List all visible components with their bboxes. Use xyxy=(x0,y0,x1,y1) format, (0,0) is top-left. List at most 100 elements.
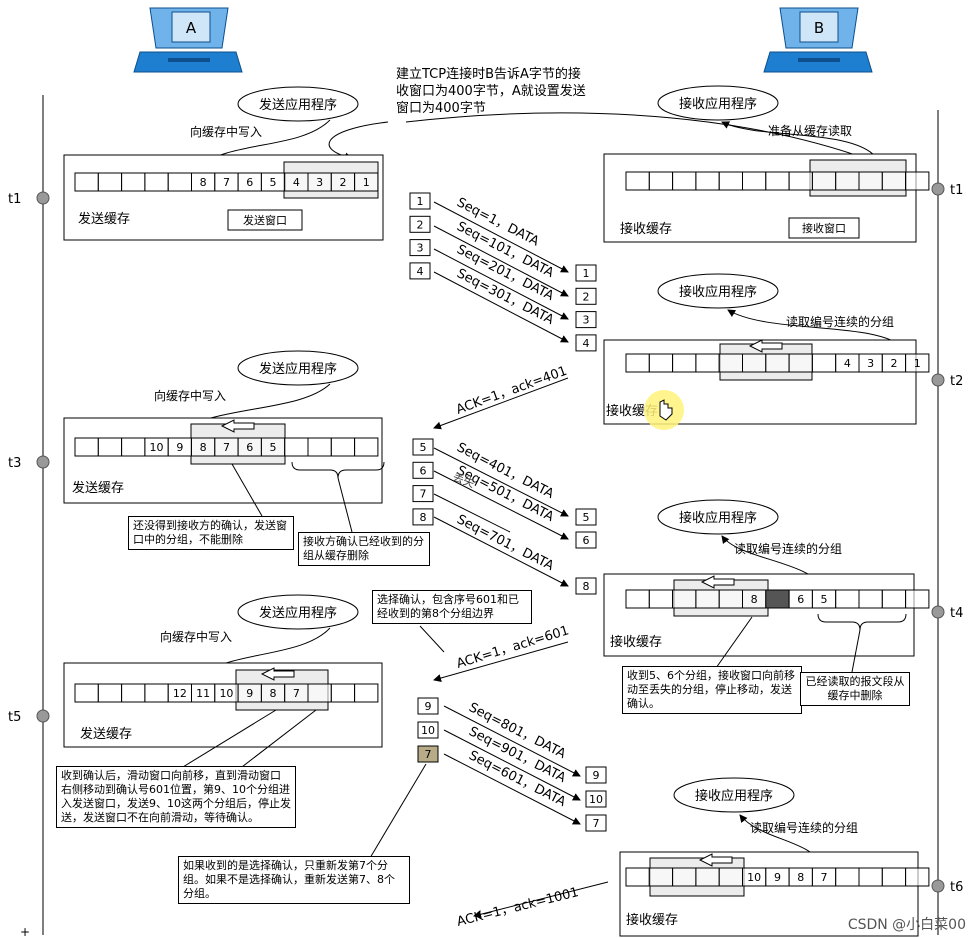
buffer-cell-value: 7 xyxy=(223,441,230,454)
buffer-cell xyxy=(881,589,907,609)
note-acked-deleted: 接收方确认已经收到的分组从缓存删除 xyxy=(298,532,430,566)
segment-number: 10 xyxy=(421,724,435,737)
segment-box xyxy=(575,508,597,526)
segment-box xyxy=(412,438,434,456)
buffer-cell xyxy=(788,171,813,191)
buffer-cell-value: 5 xyxy=(821,593,828,606)
buffer-cell-value: 3 xyxy=(867,357,874,370)
buffer-cell xyxy=(905,867,930,887)
segment-number: 3 xyxy=(583,314,590,327)
window-move-arrow-icon-t5 xyxy=(260,667,295,681)
msg-seq701: Seq=701，DATA xyxy=(454,512,556,574)
msg-ack1001: ACK=1，ack=1001 xyxy=(455,885,580,930)
buffer-cell xyxy=(695,589,720,609)
segment-number: 7 xyxy=(593,817,600,830)
computer-a-icon: A xyxy=(133,7,243,73)
buffer-cell-value: 10 xyxy=(219,687,233,700)
buffer-cell-value: 6 xyxy=(246,176,253,189)
buffer-cell xyxy=(97,437,123,457)
msg-ack601: ACK=1，ack=601 xyxy=(455,623,571,671)
window-move-arrow-icon-t6 xyxy=(698,853,733,867)
segment-box xyxy=(575,287,597,305)
buffer-cell xyxy=(718,353,744,373)
buffer-cell xyxy=(672,867,697,887)
buffer-cell xyxy=(695,171,720,191)
buffer-cell xyxy=(121,437,146,457)
buffer-cell-value: 1 xyxy=(914,357,921,370)
segment-box xyxy=(409,262,431,280)
buffer-cell xyxy=(742,171,767,191)
note-slide-window: 收到确认后，滑动窗口向前移，直到滑动窗口右侧移动到确认号601位置，第9、10个… xyxy=(56,766,296,828)
watermark: CSDN @小白菜00 xyxy=(847,917,966,933)
send-buffer-label-t5: 发送缓存 xyxy=(80,726,132,742)
segment-box xyxy=(575,577,597,595)
buffer-cell xyxy=(905,353,930,373)
send-app-label-t5: 发送应用程序 xyxy=(259,605,337,621)
note-recv-5-6: 收到5、6个分组，接收窗口向前移动至丢失的分组，停止移动，发送确认。 xyxy=(622,666,802,714)
segment-number: 8 xyxy=(583,580,590,593)
buffer-cell xyxy=(648,589,674,609)
send-app-label: 发送应用程序 xyxy=(259,97,337,113)
segment-box xyxy=(412,461,434,479)
buffer-cell xyxy=(121,683,146,703)
segment-box xyxy=(585,814,607,832)
buffer-cell-value: 2 xyxy=(339,176,346,189)
window-move-arrow-icon xyxy=(748,339,783,353)
recv-window-label: 接收窗口 xyxy=(802,221,846,235)
buffer-cell xyxy=(672,589,697,609)
buffer-cell-value: 3 xyxy=(316,176,323,189)
t5-label: t5 xyxy=(8,710,21,725)
buffer-cell xyxy=(121,172,146,192)
buffer-cell xyxy=(905,171,930,191)
segment-number: 1 xyxy=(417,195,424,208)
buffer-cell xyxy=(788,353,813,373)
buffer-cell xyxy=(718,171,744,191)
segment-number: 4 xyxy=(417,265,424,278)
buffer-cell-value: 8 xyxy=(751,593,758,606)
buffer-cell-value: 5 xyxy=(270,441,277,454)
buffer-cell xyxy=(765,171,790,191)
t6-label: t6 xyxy=(950,880,963,895)
buffer-cell-value: 4 xyxy=(293,176,300,189)
buffer-cell xyxy=(811,171,837,191)
buffer-cell xyxy=(74,437,99,457)
segment-box xyxy=(575,264,597,282)
host-b-label: B xyxy=(814,19,824,37)
window-move-arrow-icon-t4 xyxy=(700,575,735,589)
segment-box xyxy=(412,485,434,503)
buffer-cell-value: 2 xyxy=(890,357,897,370)
recv-app-label-t6: 接收应用程序 xyxy=(695,788,773,804)
buffer-cell-value: 11 xyxy=(196,687,210,700)
segment-number: 1 xyxy=(583,267,590,280)
buffer-cell xyxy=(858,867,883,887)
buffer-cell xyxy=(765,589,790,609)
send-buffer-label: 发送缓存 xyxy=(78,211,130,227)
note-read-deleted: 已经读取的报文段从缓存中删除 xyxy=(800,672,910,706)
t1-label-a: t1 xyxy=(8,192,21,207)
buffer-cell xyxy=(811,353,837,373)
segment-number: 6 xyxy=(420,464,427,477)
buffer-cell-value: 8 xyxy=(200,176,207,189)
note-resend-7: 如果收到的是选择确认，只重新发第7个分组。如果不是选择确认，重新发送第7、8个分… xyxy=(178,856,410,904)
buffer-cell xyxy=(672,171,697,191)
buffer-cell xyxy=(835,589,860,609)
t3-label: t3 xyxy=(8,456,21,471)
buffer-cell xyxy=(330,683,356,703)
intro-line-2: 收窗口为400字节，A就设置发送 xyxy=(396,83,586,99)
segment-number: 5 xyxy=(583,511,590,524)
buffer-cell-value: 8 xyxy=(200,441,207,454)
buffer-cell xyxy=(858,171,883,191)
segment-number: 5 xyxy=(420,441,427,454)
t2-label: t2 xyxy=(950,374,963,389)
